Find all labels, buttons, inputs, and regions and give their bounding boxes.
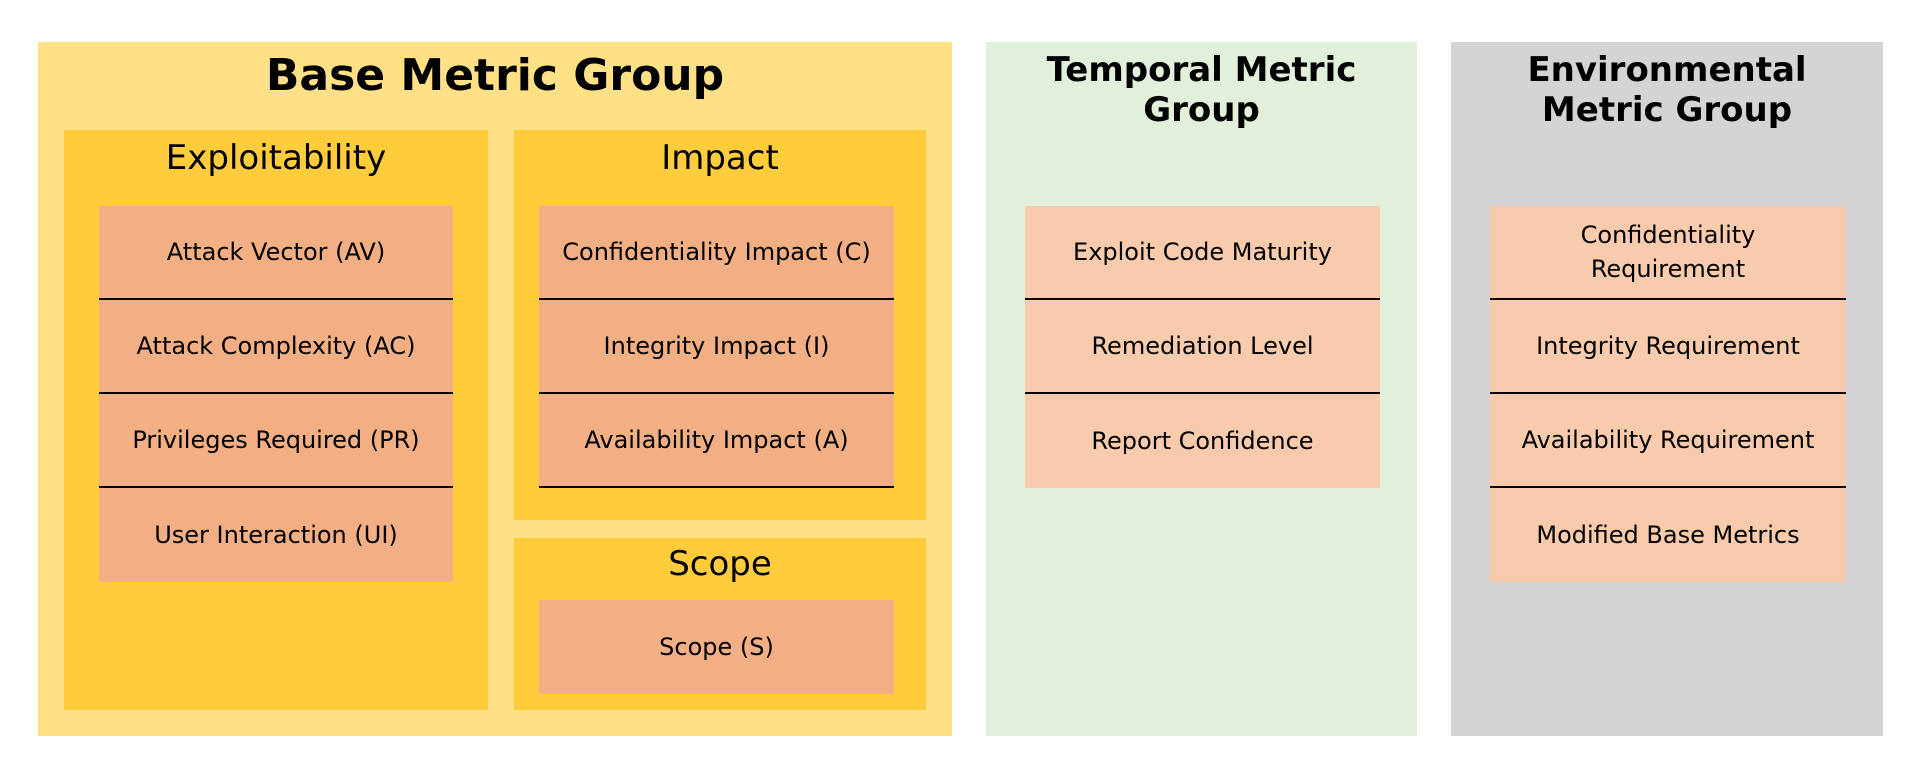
environmental-group-title: Environmental Metric Group [1527,50,1807,130]
base-group-title: Base Metric Group [265,50,725,101]
metric-availability-impact: Availability Impact (A) [539,394,894,488]
metric-integrity-requirement: Integrity Requirement [1490,300,1846,394]
metric-privileges-required: Privileges Required (PR) [99,394,453,488]
impact-subgroup: Impact Confidentiality Impact (C) Integr… [514,130,926,520]
environmental-metrics: Confidentiality Requirement Integrity Re… [1490,206,1846,582]
metric-modified-base-metrics: Modified Base Metrics [1490,488,1846,582]
scope-metrics: Scope (S) [539,600,894,694]
metric-attack-vector: Attack Vector (AV) [99,206,453,300]
metric-confidentiality-impact: Confidentiality Impact (C) [539,206,894,300]
temporal-group-title: Temporal Metric Group [1046,50,1357,130]
scope-subgroup: Scope Scope (S) [514,538,926,710]
metric-remediation-level: Remediation Level [1025,300,1380,394]
metric-exploit-code-maturity: Exploit Code Maturity [1025,206,1380,300]
exploitability-subgroup: Exploitability Attack Vector (AV) Attack… [64,130,488,710]
metric-report-confidence: Report Confidence [1025,394,1380,488]
exploitability-metrics: Attack Vector (AV) Attack Complexity (AC… [99,206,453,582]
metric-attack-complexity: Attack Complexity (AC) [99,300,453,394]
temporal-metric-group: Temporal Metric Group Exploit Code Matur… [986,42,1417,736]
impact-metrics: Confidentiality Impact (C) Integrity Imp… [539,206,894,488]
temporal-metrics: Exploit Code Maturity Remediation Level … [1025,206,1380,488]
exploitability-title: Exploitability [165,138,387,178]
metric-confidentiality-requirement: Confidentiality Requirement [1490,206,1846,300]
scope-title: Scope [668,544,772,584]
environmental-metric-group: Environmental Metric Group Confidentiali… [1451,42,1883,736]
metric-user-interaction: User Interaction (UI) [99,488,453,582]
metric-scope: Scope (S) [539,600,894,694]
metric-availability-requirement: Availability Requirement [1490,394,1846,488]
impact-title: Impact [661,138,779,178]
base-metric-group: Base Metric Group Exploitability Attack … [38,42,952,736]
metric-integrity-impact: Integrity Impact (I) [539,300,894,394]
